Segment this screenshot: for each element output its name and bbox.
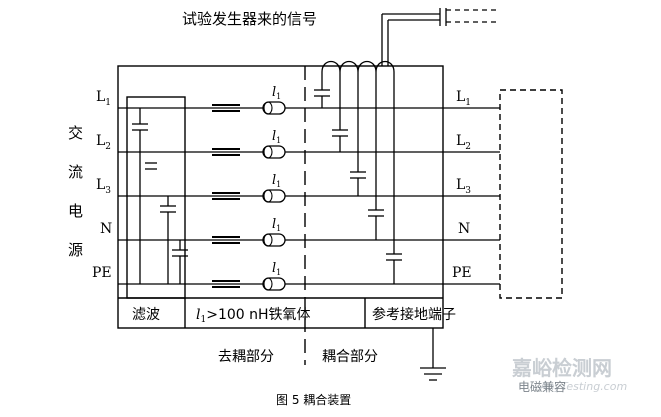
left-label-pe: PE <box>92 265 112 281</box>
right-label-l3: L3 <box>456 177 471 196</box>
bead-l2 <box>262 145 286 159</box>
bead-n <box>262 233 286 247</box>
figure-caption: 图 5 耦合装置 <box>276 392 351 407</box>
source-char-0: 交 <box>68 124 83 142</box>
ferrite-bars <box>212 104 240 288</box>
ground <box>420 328 446 381</box>
coupling-network <box>314 8 500 284</box>
frame <box>117 65 563 365</box>
filter-label: 滤波 <box>132 307 160 323</box>
watermark-url: AnyTesting.com <box>540 380 628 393</box>
bead-pe <box>262 277 286 291</box>
svg-text:l1: l1 <box>272 85 281 101</box>
device-enclosure <box>117 65 444 329</box>
filter-capacitors <box>132 108 188 284</box>
svg-text:l1: l1 <box>272 173 281 189</box>
ferrite-label: l1>100 nH铁氧体 <box>196 307 311 325</box>
right-line-labels: L1 L2 L3 N PE <box>452 89 472 281</box>
eut-box <box>499 89 563 299</box>
filter-box <box>126 96 186 299</box>
power-lines <box>118 107 500 285</box>
left-label-l3: L3 <box>96 177 111 196</box>
right-label-n: N <box>458 221 470 237</box>
bead-l3 <box>262 189 286 203</box>
coupling-label: 耦合部分 <box>322 349 378 365</box>
right-label-l2: L2 <box>456 133 471 152</box>
source-label: 交 流 电 源 <box>68 124 83 259</box>
inductor-beads <box>262 101 286 291</box>
watermark-site: 嘉峪检测网 <box>512 356 612 380</box>
right-label-l1: L1 <box>456 89 471 108</box>
decoupling-label: 去耦部分 <box>218 349 274 365</box>
source-char-2: 电 <box>68 202 83 220</box>
left-label-l1: L1 <box>96 89 111 108</box>
right-label-pe: PE <box>452 265 472 281</box>
signal-label: 试验发生器来的信号 <box>182 10 317 28</box>
bead-l1 <box>262 101 286 115</box>
source-char-1: 流 <box>68 163 83 181</box>
source-char-3: 源 <box>68 241 83 259</box>
watermark-wechat: 电磁兼容 <box>518 380 567 394</box>
inductor-labels: l1 l1 l1 l1 l1 <box>272 85 281 277</box>
left-label-l2: L2 <box>96 133 111 152</box>
ground-terminal-label: 参考接地端子 <box>372 306 456 323</box>
left-line-labels: L1 L2 L3 N PE <box>92 89 112 281</box>
svg-text:l1: l1 <box>272 261 281 277</box>
svg-text:l1: l1 <box>272 217 281 233</box>
svg-text:l1: l1 <box>272 129 281 145</box>
left-label-n: N <box>100 221 112 237</box>
